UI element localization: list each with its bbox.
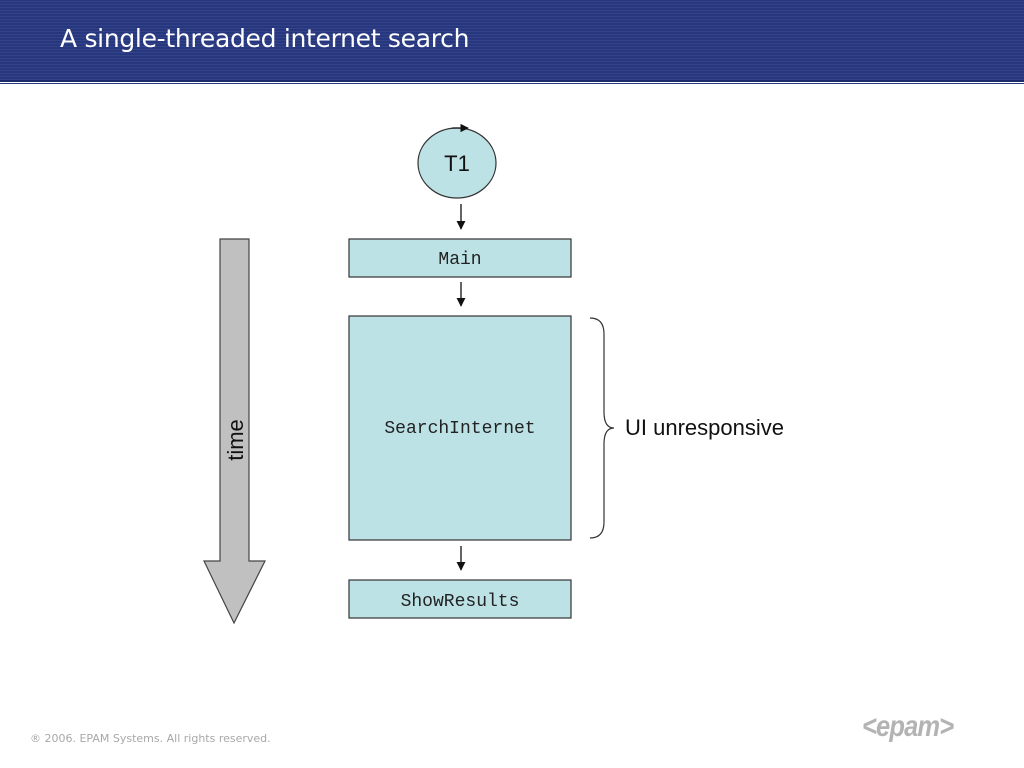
thread-node: T1: [417, 123, 497, 199]
box-search-internet-label: SearchInternet: [384, 419, 535, 439]
box-main: Main: [348, 238, 572, 278]
box-show-results-label: ShowResults: [401, 592, 520, 612]
header-rule: [0, 83, 1024, 84]
box-main-label: Main: [438, 250, 481, 270]
epam-logo: <epam>: [862, 710, 954, 743]
brace-label: UI unresponsive: [625, 415, 784, 440]
footer-copyright: ® 2006. EPAM Systems. All rights reserve…: [30, 732, 271, 745]
slide-title: A single-threaded internet search: [60, 24, 470, 53]
time-arrow: time: [203, 238, 266, 625]
time-label: time: [223, 419, 248, 461]
thread-label: T1: [444, 151, 470, 176]
box-search-internet: SearchInternet: [348, 315, 572, 541]
brace-icon: [589, 317, 615, 539]
slide-header: [0, 0, 1024, 82]
down-arrow-icon: [203, 238, 266, 625]
box-show-results: ShowResults: [348, 579, 572, 619]
